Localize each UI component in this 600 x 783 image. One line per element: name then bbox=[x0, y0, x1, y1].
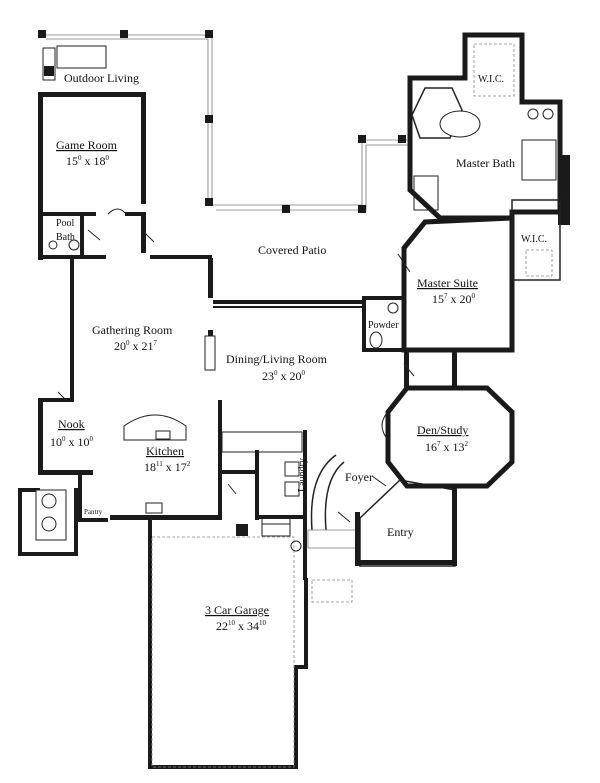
gathering-room-label: Gathering Room bbox=[92, 323, 173, 337]
powder-walls bbox=[362, 296, 408, 352]
pantry-label: Pantry bbox=[84, 508, 103, 516]
outdoor-fireplace bbox=[42, 47, 56, 81]
gathering-room-size: 200 x 217 bbox=[114, 339, 158, 353]
garage-label: 3 Car Garage bbox=[205, 603, 269, 617]
nook-size: 100 x 100 bbox=[50, 435, 94, 449]
master-suite-walls bbox=[401, 215, 515, 353]
entry-walls bbox=[355, 479, 457, 567]
den-study-label: Den/Study bbox=[417, 423, 468, 437]
sink bbox=[68, 239, 80, 251]
wic-right-label: W.I.C. bbox=[521, 234, 547, 245]
left-wing-walls bbox=[18, 92, 363, 556]
outdoor-living-label: Outdoor Living bbox=[64, 71, 139, 85]
kitchen-size: 1811 x 172 bbox=[144, 460, 191, 474]
bathtub bbox=[439, 110, 481, 138]
laundry-label: Laundry bbox=[297, 458, 308, 492]
den-study-size: 167 x 132 bbox=[425, 440, 469, 454]
kitchen-island bbox=[123, 414, 187, 441]
master-suite-label: Master Suite bbox=[417, 276, 478, 290]
center-walls bbox=[148, 430, 361, 769]
master-bath-label: Master Bath bbox=[456, 156, 515, 170]
game-room-label: Game Room bbox=[56, 138, 118, 152]
kitchen-label: Kitchen bbox=[146, 444, 184, 458]
door-swings bbox=[57, 208, 415, 523]
nook-label: Nook bbox=[58, 417, 85, 431]
game-room-size: 150 x 180 bbox=[66, 154, 110, 168]
wic-top-label: W.I.C. bbox=[478, 74, 504, 85]
master-suite-size: 157 x 200 bbox=[432, 292, 476, 306]
dining-living-label: Dining/Living Room bbox=[226, 352, 328, 366]
pool-bath-label-1: Pool bbox=[56, 218, 75, 229]
toilet bbox=[48, 240, 58, 250]
den-study-walls bbox=[385, 350, 515, 489]
powder-label: Powder bbox=[368, 320, 399, 331]
garage-size: 2210 x 3410 bbox=[216, 619, 267, 633]
entry-label: Entry bbox=[387, 525, 414, 539]
outdoor-living-area: Outdoor Living bbox=[38, 30, 412, 213]
dining-living-size: 230 x 200 bbox=[262, 369, 306, 383]
outdoor-grill bbox=[56, 45, 107, 69]
master-fireplace bbox=[413, 175, 439, 211]
kitchen-sink bbox=[145, 502, 163, 514]
pool-bath-label-2: Bath bbox=[56, 232, 75, 243]
master-bath-walls bbox=[407, 32, 570, 281]
covered-patio-label: Covered Patio bbox=[258, 243, 326, 257]
gathering-fireplace bbox=[204, 335, 216, 371]
foyer-label: Foyer bbox=[345, 470, 373, 484]
